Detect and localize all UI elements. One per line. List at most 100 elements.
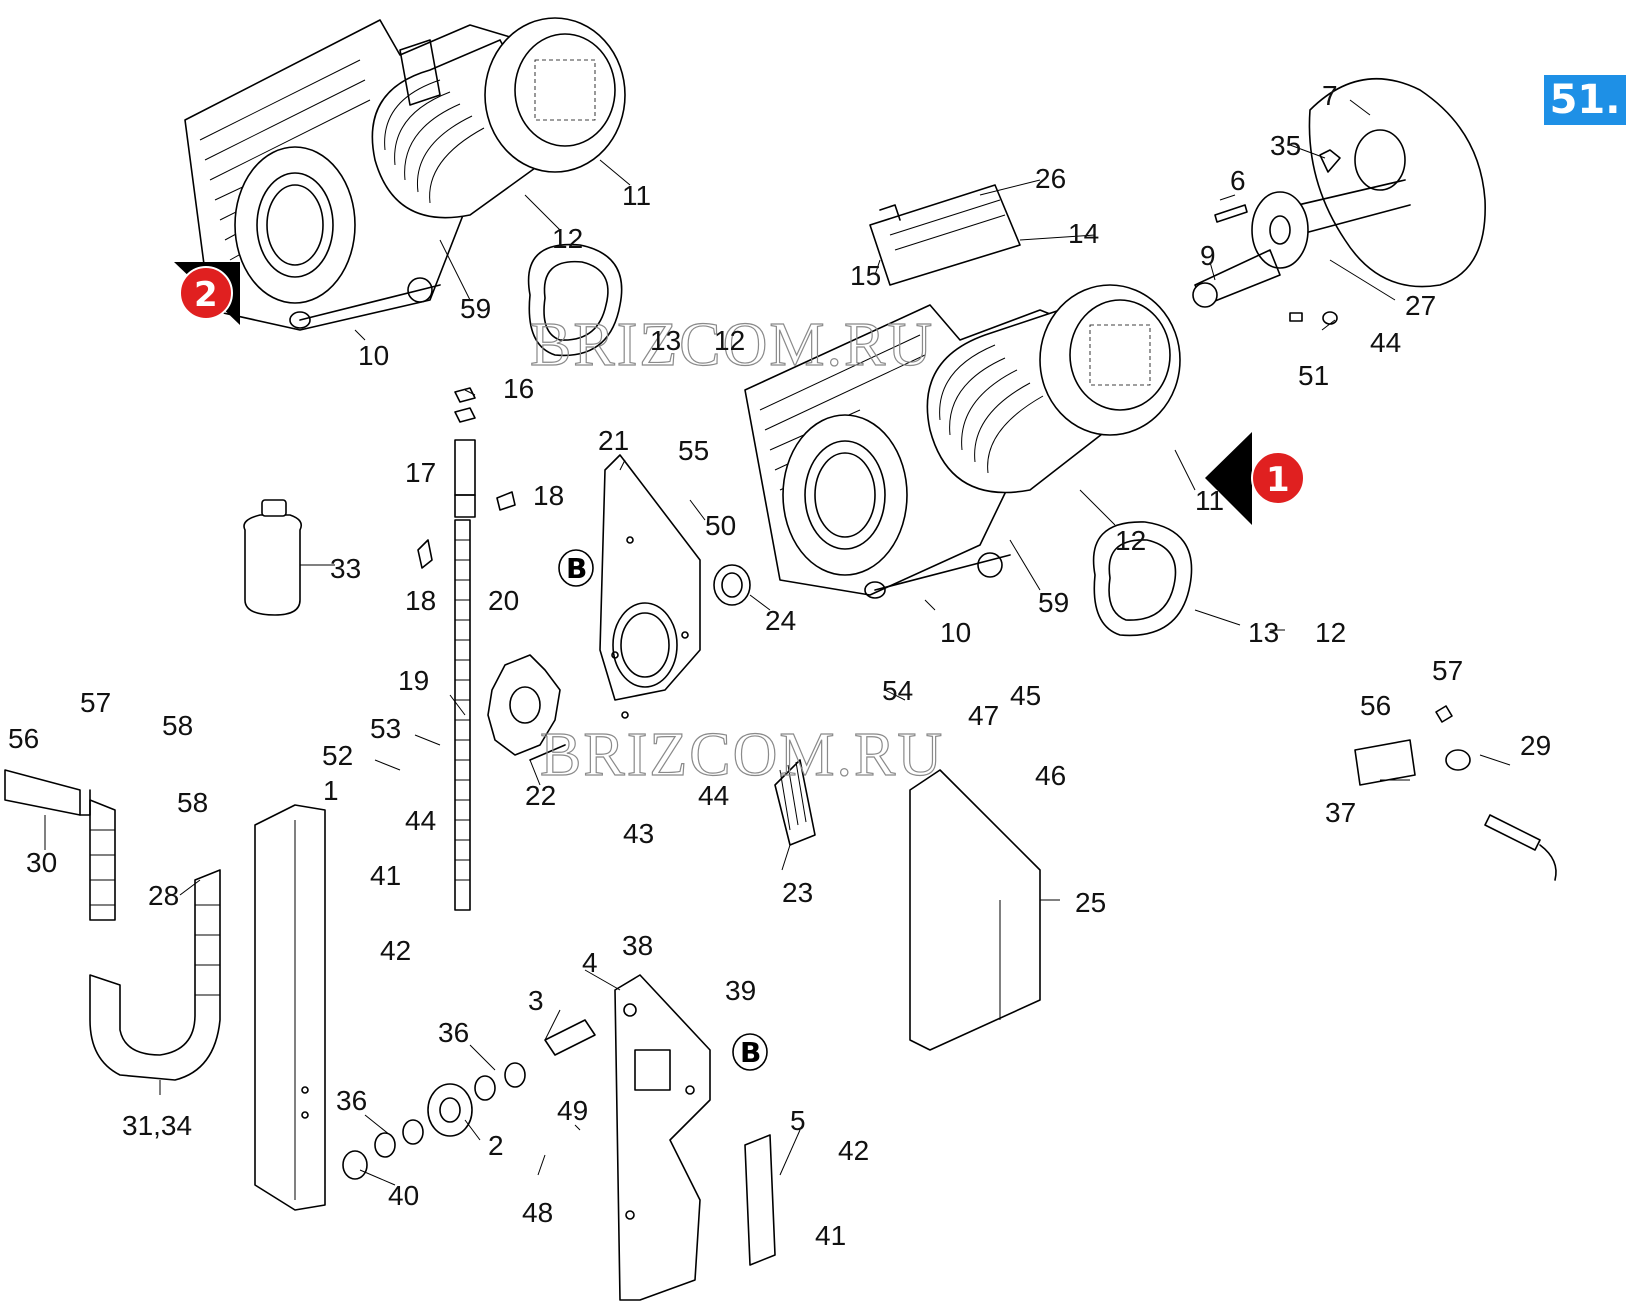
callout: 54	[882, 675, 913, 706]
callout: 45	[1010, 680, 1041, 711]
callout: 59	[460, 293, 491, 324]
callout: 10	[358, 340, 389, 371]
cover-plate	[869, 184, 1021, 286]
callout: 5	[790, 1105, 806, 1136]
gasket-upper	[527, 243, 623, 357]
callout: 44	[1370, 327, 1401, 358]
callout-labels: 7 35 6 9 27 44 51 26 14 15 11 12 59 10 1…	[8, 80, 1551, 1251]
page-number-badge: 51.	[1544, 75, 1626, 125]
callout: 43	[623, 818, 654, 849]
callout: 27	[1405, 290, 1436, 321]
ref-marker-1: 1	[1205, 432, 1305, 525]
callout: 57	[80, 687, 111, 718]
callout: 36	[438, 1017, 469, 1048]
callout: 44	[698, 780, 729, 811]
bracket-30	[4, 769, 91, 816]
detail-marker-b2: B	[732, 1033, 768, 1071]
callout: 56	[1360, 690, 1391, 721]
callout: 36	[336, 1085, 367, 1116]
callout: 13	[650, 325, 681, 356]
motor-assembly-main	[744, 284, 1181, 599]
callout: 15	[850, 260, 881, 291]
callout: 31,34	[122, 1110, 192, 1141]
callout: 23	[782, 877, 813, 908]
callout: 1	[323, 775, 339, 806]
callout: 22	[525, 780, 556, 811]
shaft-disc-assembly	[1192, 78, 1486, 325]
callout: 51	[1298, 360, 1329, 391]
callout: 50	[705, 510, 736, 541]
callout: 12	[552, 223, 583, 254]
svg-text:2: 2	[194, 275, 218, 315]
callout: 18	[533, 480, 564, 511]
callout: 47	[968, 700, 999, 731]
leader-lines	[44, 99, 1511, 1186]
callout: 12	[1115, 525, 1146, 556]
channel-1	[254, 804, 326, 1211]
brush-23	[774, 759, 816, 846]
callout: 29	[1520, 730, 1551, 761]
callout: 37	[1325, 797, 1356, 828]
callout: 25	[1075, 887, 1106, 918]
callout: 52	[322, 740, 353, 771]
detail-marker-b1: B	[558, 549, 594, 587]
cover-25	[909, 769, 1041, 1051]
callout: 56	[8, 723, 39, 754]
callout: 35	[1270, 130, 1301, 161]
callout: 55	[678, 435, 709, 466]
bracket-plate-21	[599, 454, 701, 719]
callout: 39	[725, 975, 756, 1006]
drag-chain	[89, 799, 221, 1081]
gasket-main	[1092, 521, 1193, 637]
callout: 46	[1035, 760, 1066, 791]
callout: 17	[405, 457, 436, 488]
callout: 33	[330, 553, 361, 584]
callout: 12	[1315, 617, 1346, 648]
callout: 6	[1230, 165, 1246, 196]
callout: 21	[598, 425, 629, 456]
callout: 40	[388, 1180, 419, 1211]
motor-assembly-upper	[184, 17, 626, 331]
callout: 24	[765, 605, 796, 636]
callout: 57	[1432, 655, 1463, 686]
callout: 49	[557, 1095, 588, 1126]
callout: 58	[162, 710, 193, 741]
callout: 3	[528, 985, 544, 1016]
callout: 4	[582, 947, 598, 978]
callout: 20	[488, 585, 519, 616]
callout: 41	[370, 860, 401, 891]
sprocket-22	[487, 654, 566, 761]
callout: 11	[622, 180, 651, 211]
callout: 59	[1038, 587, 1069, 618]
chain-tensioner	[417, 387, 516, 911]
sensor-bracket	[1354, 705, 1557, 881]
callout: 42	[838, 1135, 869, 1166]
watermark-1: BRIZCOM.RU	[530, 311, 934, 379]
watermark-2: BRIZCOM.RU	[540, 721, 944, 789]
ref-marker-2: 2	[174, 262, 240, 325]
svg-text:B: B	[740, 1036, 761, 1069]
callout: 28	[148, 880, 179, 911]
callout: 38	[622, 930, 653, 961]
callout: 16	[503, 373, 534, 404]
callout: 42	[380, 935, 411, 966]
callout: 58	[177, 787, 208, 818]
callout: 13	[1248, 617, 1279, 648]
svg-text:B: B	[566, 552, 587, 585]
callout: 18	[405, 585, 436, 616]
callout: 2	[488, 1130, 504, 1161]
callout: 12	[714, 325, 745, 356]
callout: 41	[815, 1220, 846, 1251]
svg-text:1: 1	[1266, 460, 1290, 500]
callout: 19	[398, 665, 429, 696]
callout: 7	[1322, 80, 1338, 111]
ring-24	[713, 564, 751, 606]
callout: 10	[940, 617, 971, 648]
callout: 30	[26, 847, 57, 878]
pin-bearing	[342, 1019, 596, 1180]
callout: 44	[405, 805, 436, 836]
grease-bottle	[243, 499, 303, 616]
plate-4	[614, 974, 711, 1301]
